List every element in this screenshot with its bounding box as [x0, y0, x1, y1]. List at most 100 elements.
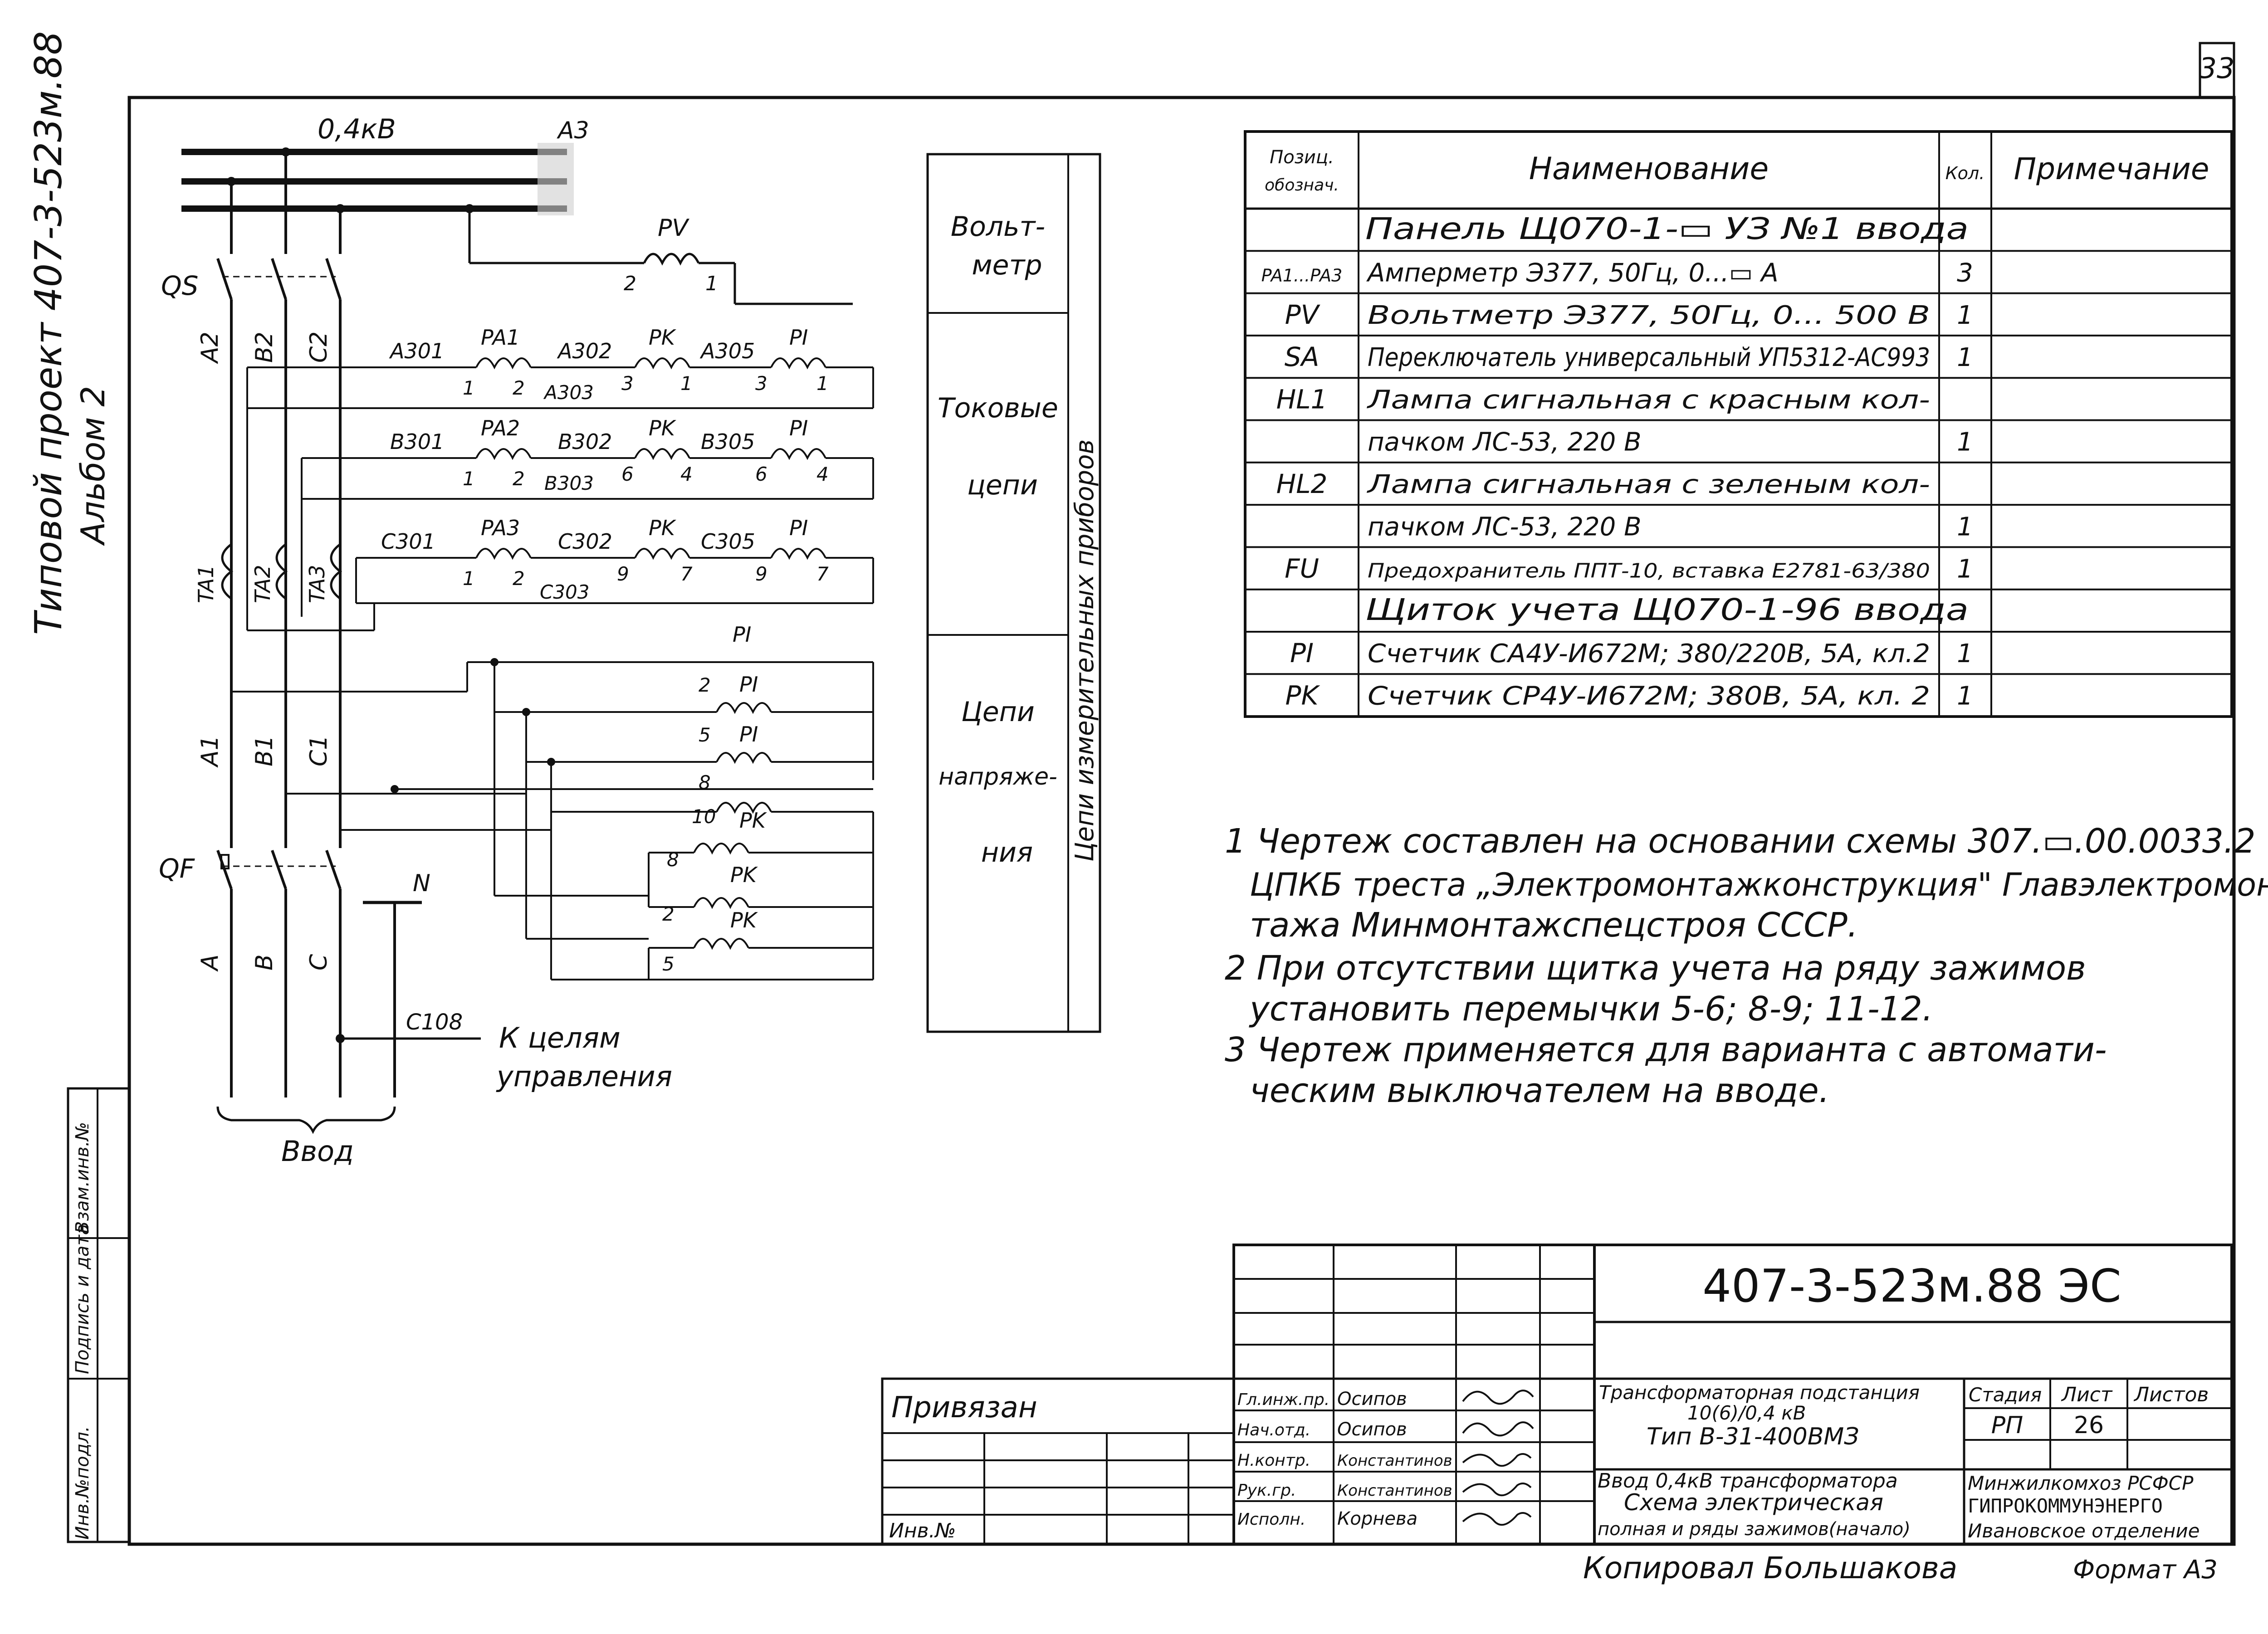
note-line-4: 2 При отсутствии щитка учета на ряду заж… — [1225, 949, 2086, 988]
dev-pi-c: PI — [789, 516, 808, 540]
desc-line-2: Схема электрическая — [1624, 1489, 1883, 1516]
desc-line-1: Ввод 0,4кВ трансформатора — [1598, 1469, 1898, 1493]
term-c-5: 9 — [755, 563, 767, 585]
qs-switch: QS — [161, 258, 342, 301]
term-b-5: 6 — [755, 463, 767, 485]
term-a-4: 1 — [680, 372, 693, 395]
stamp-replace-label: Взам.инв.№ — [72, 1122, 93, 1234]
wire-b301: B301 — [390, 429, 444, 454]
spec-section-title: Щиток учета Щ070-1-96 ввода — [1365, 592, 1969, 627]
term-c-3: 9 — [617, 563, 629, 585]
wire-b303: B303 — [544, 472, 594, 494]
footer: Копировал Большакова Формат А3 — [1583, 1551, 2218, 1585]
phase-label-c2: C2 — [305, 332, 332, 363]
spec-cell-qty: 3 — [1957, 258, 1973, 288]
volt-dev-pk-3: PK — [730, 908, 758, 932]
legend-voltmeter-1: Вольт- — [951, 211, 1045, 243]
volt-term-5: 5 — [699, 724, 711, 746]
volt-dev-pk-1: PK — [739, 808, 767, 833]
phase-label-b1: B1 — [251, 735, 278, 766]
volt-dev-pk-2: PK — [730, 863, 758, 887]
ct-label-ta3: TA3 — [305, 565, 329, 603]
input-brace: Ввод — [216, 1106, 396, 1168]
spec-cell-pos: PI — [1290, 638, 1314, 668]
neutral-label: N — [413, 870, 430, 897]
privyazan-label: Привязан — [891, 1391, 1037, 1424]
term-c-2: 2 — [513, 567, 525, 590]
pv-term-1: 1 — [705, 272, 718, 295]
inv-label: Инв.№ — [889, 1519, 956, 1542]
wire-b305: B305 — [701, 429, 755, 454]
phase-label-c1: C1 — [305, 735, 332, 766]
phase-label-c: C — [305, 954, 332, 971]
volt-term-8b: 8 — [667, 849, 679, 871]
input-label: Ввод — [281, 1135, 354, 1168]
spec-cell-qty: 1 — [1957, 512, 1973, 541]
note-line-6: 3 Чертеж применяется для варианта с авто… — [1225, 1030, 2107, 1069]
term-c-6: 7 — [816, 563, 829, 585]
qf-breaker: QF N — [159, 850, 430, 904]
current-circuit-row-c: C301 PA3 C302 PK C305 PI 1 2 C303 9 7 9 … — [247, 516, 874, 631]
spec-cell-pos: SA — [1285, 341, 1320, 372]
spec-cell-name: Переключатель универсальный УП5312-АС993 — [1368, 343, 1930, 372]
wire-a303: A303 — [543, 381, 594, 404]
volt-term-2b: 2 — [662, 903, 675, 925]
title-block: Привязан Инв.№ 407-3-523м.88 ЭС Гл.инж.п… — [881, 1244, 2233, 1546]
note-line-1: 1 Чертеж составлен на основании схемы 30… — [1225, 822, 2256, 861]
term-b-6: 4 — [816, 463, 829, 485]
copied-by: Копировал Большакова — [1583, 1551, 1957, 1585]
bus-voltage-label: 0,4кВ — [318, 113, 396, 145]
org-line-1: Минжилкомхоз РСФСР — [1968, 1472, 2194, 1494]
term-b-2: 2 — [513, 468, 525, 490]
spec-cell-pos: FU — [1285, 553, 1319, 584]
spec-header-qty: Кол. — [1945, 163, 1985, 183]
dev-pa3: PA3 — [481, 516, 520, 540]
volt-term-2: 2 — [699, 674, 711, 696]
phase-label-b2: B2 — [251, 332, 278, 363]
term-a-3: 3 — [621, 372, 634, 395]
signatures — [1462, 1390, 1534, 1526]
legend-side-label: Цепи измерительных приборов — [1070, 439, 1100, 862]
volt-term-8: 8 — [699, 771, 711, 794]
dev-pk-a: PK — [649, 325, 677, 350]
voltmeter-pv-circuit: PV 2 1 — [468, 209, 853, 305]
note-line-2: ЦПКБ треста „Электромонтажконструкция" Г… — [1250, 866, 2268, 903]
org-line-3: Ивановское отделение — [1968, 1520, 2200, 1542]
sheet-value: 26 — [2074, 1412, 2104, 1439]
wire-a305: A305 — [699, 339, 755, 363]
dev-pk-b: PK — [649, 416, 677, 440]
term-a-6: 1 — [816, 372, 829, 395]
current-circuit-row-b: B301 PA2 B302 PK B305 PI 1 2 B303 6 4 6 … — [301, 416, 874, 571]
spec-table: Позиц. обознач. Наименование Кол. Примеч… — [1244, 130, 2233, 718]
legend-current-2: цепи — [967, 469, 1038, 501]
control-text-1: К целям — [499, 1021, 621, 1054]
wire-a301: A301 — [389, 339, 444, 363]
format-label: Формат А3 — [2073, 1555, 2218, 1585]
spec-cell-name: Предохранитель ППТ-10, вставка Е2781-63/… — [1368, 560, 1930, 583]
volt-dev-3: PI — [739, 722, 758, 746]
phase-label-a: A — [196, 954, 224, 972]
volt-term-10: 10 — [692, 805, 716, 828]
spec-cell-pos: PV — [1285, 299, 1321, 330]
term-b-3: 6 — [621, 463, 634, 485]
ct-label-ta2: TA2 — [250, 565, 275, 603]
term-a-1: 1 — [463, 377, 475, 399]
volt-term-5b: 5 — [662, 953, 675, 975]
spec-cell-qty: 1 — [1957, 681, 1973, 711]
spec-cell-name: Счетчик СА4У-И672М; 380/220В, 5А, кл.2 — [1368, 639, 1930, 668]
stage-label: Стадия — [1969, 1384, 2042, 1406]
sheet-label: Лист — [2061, 1383, 2113, 1406]
title-line-2: 10(6)/0,4 кВ — [1687, 1402, 1806, 1424]
term-b-4: 4 — [680, 463, 693, 485]
wire-c305: C305 — [701, 529, 755, 554]
role-1: Гл.инж.пр. — [1237, 1390, 1330, 1409]
legend-voltage-3: ния — [981, 837, 1033, 868]
circuit-legend: Вольт- метр Токовые цепи Цепи напряже- н… — [926, 153, 1101, 1033]
dev-pa2: PA2 — [481, 416, 520, 440]
phase-label-b: B — [251, 954, 278, 971]
spec-cell-qty: 1 — [1957, 343, 1973, 372]
sheets-label: Листов — [2133, 1383, 2209, 1406]
voltage-circuits: PI 2 PI 5 PI 8 10 PK 8 PK 2 PK 5 — [231, 622, 874, 980]
spec-cell-pos: PK — [1285, 680, 1320, 711]
